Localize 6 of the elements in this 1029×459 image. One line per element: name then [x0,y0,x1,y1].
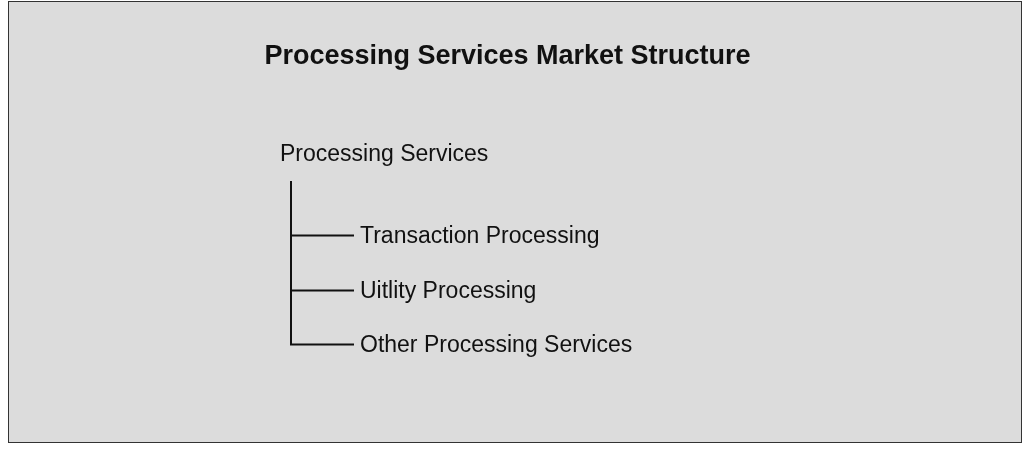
branch-label: Transaction Processing [360,222,600,249]
root-label: Processing Services [280,140,489,167]
branch-label: Uitlity Processing [360,277,537,304]
tree-connector [290,180,355,346]
branch-label: Other Processing Services [360,331,633,358]
title: Processing Services Market Structure [263,40,752,71]
